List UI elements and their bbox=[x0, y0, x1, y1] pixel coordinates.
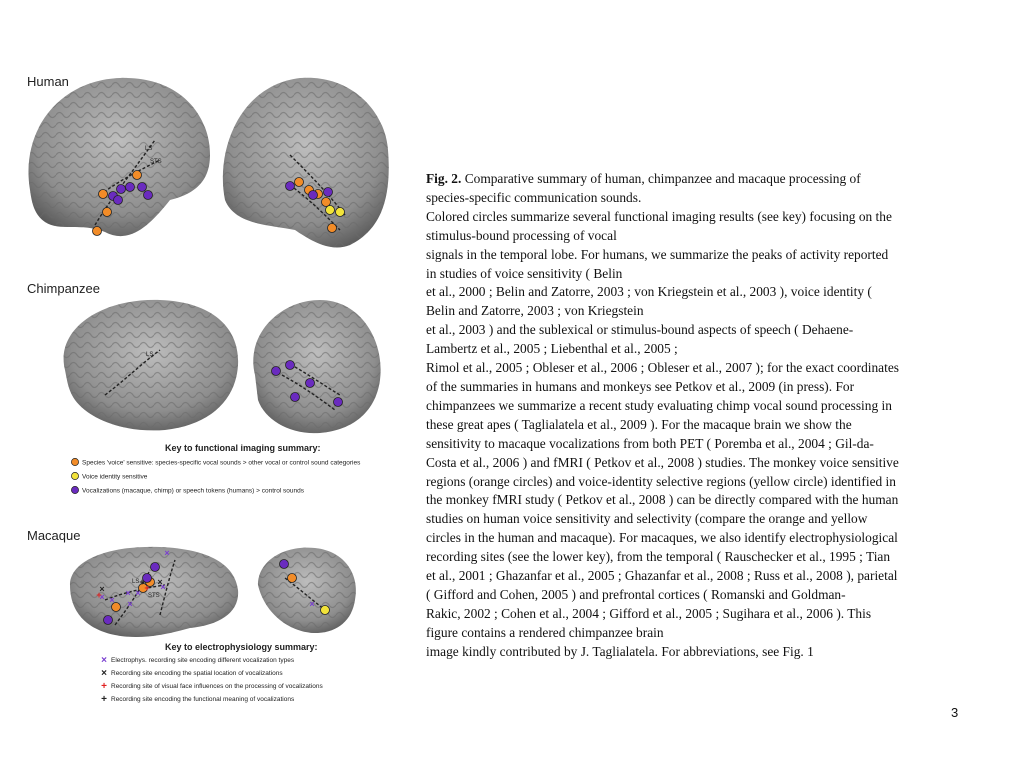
caption-line: of the summaries in humans and monkeys s… bbox=[426, 378, 855, 394]
imaging-key-item: Species 'voice' sensitive: species-speci… bbox=[71, 458, 361, 467]
imaging-key-label: Vocalizations (macaque, chimp) or speech… bbox=[82, 488, 305, 495]
caption-line: Rakic, 2002 ; Cohen et al., 2004 ; Giffo… bbox=[426, 605, 872, 621]
label-chimpanzee: Chimpanzee bbox=[27, 281, 100, 296]
caption-line: et al., 2003 ) and the sublexical or sti… bbox=[426, 322, 854, 338]
human-left-sts-tag: STS bbox=[150, 159, 162, 165]
human-right-markers bbox=[285, 177, 345, 233]
caption-line: Comparative summary of human, chimpanzee… bbox=[461, 171, 861, 186]
svg-text:+: + bbox=[144, 583, 149, 593]
svg-text:×: × bbox=[135, 588, 140, 598]
red-plus-icon: + bbox=[101, 681, 107, 692]
caption-figure-label: Fig. 2. bbox=[426, 171, 462, 186]
black-cross-icon: × bbox=[101, 668, 107, 679]
macaque-right-markers bbox=[279, 559, 330, 615]
human-brain-left: LS STS bbox=[28, 77, 210, 237]
ephys-key-item: × Recording site encoding the spatial lo… bbox=[101, 668, 283, 679]
human-left-markers bbox=[92, 170, 153, 236]
caption-line: figure contains a rendered chimpanzee br… bbox=[426, 624, 664, 640]
caption-first-line: Fig. 2. Comparative summary of human, ch… bbox=[426, 170, 982, 189]
ephys-key: Key to electrophysiology summary: × Elec… bbox=[101, 642, 323, 705]
macaque-left-ephys-sites: × × + × × × × + + × × × bbox=[96, 548, 169, 609]
caption-line: image kindly contributed by J. Taglialat… bbox=[426, 643, 814, 659]
label-human: Human bbox=[27, 74, 69, 89]
ephys-key-label: Recording site of visual face influences… bbox=[111, 683, 323, 690]
caption-line: ( Gifford and Cohen, 2005 ) and prefront… bbox=[426, 586, 846, 602]
caption-line: these great apes ( Taglialatela et al., … bbox=[426, 416, 852, 432]
caption-line: et al., 2000 ; Belin and Zatorre, 2003 ;… bbox=[426, 284, 872, 300]
caption-line: studies on human voice sensitivity and s… bbox=[426, 511, 868, 527]
caption-line: Lambertz et al., 2005 ; Liebenthal et al… bbox=[426, 341, 678, 357]
svg-text:×: × bbox=[109, 595, 114, 605]
ephys-key-label: Recording site encoding the functional m… bbox=[111, 696, 295, 703]
macaque-sts-tag: STS bbox=[148, 593, 160, 599]
imaging-key-item: Voice identity sensitive bbox=[71, 472, 148, 481]
svg-text:×: × bbox=[157, 577, 162, 587]
caption-line: Belin and Zatorre, 2003 ; von Kriegstein bbox=[426, 303, 644, 319]
caption-line: recording sites (see the lower key), fro… bbox=[426, 549, 891, 565]
label-macaque: Macaque bbox=[27, 528, 80, 543]
ephys-key-title: Key to electrophysiology summary: bbox=[165, 642, 318, 652]
chimp-markers bbox=[271, 360, 343, 407]
caption-line: Costa et al., 2006 ) and fMRI ( Petkov e… bbox=[426, 454, 899, 470]
human-left-ls-tag: LS bbox=[145, 146, 152, 152]
comparative-brain-figure: Human LS STS bbox=[27, 74, 389, 705]
figure-caption: Fig. 2. Comparative summary of human, ch… bbox=[426, 170, 982, 662]
orange-circle-icon bbox=[71, 458, 79, 466]
svg-text:+: + bbox=[139, 577, 144, 587]
macaque-brain-right: × bbox=[258, 547, 356, 634]
yellow-circle-icon bbox=[71, 472, 79, 480]
caption-line: sensitivity to macaque vocalizations fro… bbox=[426, 435, 874, 451]
chimp-ls-tag: LS bbox=[146, 352, 153, 358]
imaging-key-label: Voice identity sensitive bbox=[82, 474, 148, 481]
svg-text:×: × bbox=[164, 548, 169, 558]
svg-text:×: × bbox=[125, 588, 130, 598]
caption-line: Colored circles summarize several functi… bbox=[426, 208, 892, 224]
caption-line: species-specific communication sounds. bbox=[426, 189, 642, 205]
svg-text:+: + bbox=[96, 590, 101, 600]
ephys-key-item: + Recording site of visual face influenc… bbox=[101, 681, 323, 692]
chimpanzee-brain-right bbox=[253, 300, 381, 434]
purple-cross-icon: × bbox=[101, 655, 107, 666]
svg-text:×: × bbox=[160, 582, 165, 592]
ephys-key-item: × Electrophys. recording site encoding d… bbox=[101, 655, 295, 666]
imaging-key-title: Key to functional imaging summary: bbox=[165, 443, 321, 453]
page-number: 3 bbox=[951, 705, 959, 720]
caption-line: regions (orange circles) and voice-ident… bbox=[426, 473, 896, 489]
imaging-key: Key to functional imaging summary: Speci… bbox=[71, 443, 361, 495]
chimpanzee-brain-left: LS bbox=[63, 299, 239, 431]
ephys-key-label: Recording site encoding the spatial loca… bbox=[111, 670, 283, 677]
caption-line: in studies of voice sensitivity ( Belin bbox=[426, 265, 623, 281]
caption-line: the monkey fMRI study ( Petkov et al., 2… bbox=[426, 492, 899, 508]
caption-line: et al., 2001 ; Ghazanfar et al., 2005 ; … bbox=[426, 568, 898, 584]
caption-line: stimulus-bound processing of vocal bbox=[426, 227, 617, 243]
svg-text:×: × bbox=[99, 592, 104, 602]
macaque-ls-tag: LS bbox=[132, 579, 139, 585]
caption-line: signals in the temporal lobe. For humans… bbox=[426, 246, 889, 262]
caption-line: Rimol et al., 2005 ; Obleser et al., 200… bbox=[426, 360, 900, 376]
black-plus-icon: + bbox=[101, 694, 107, 705]
svg-text:×: × bbox=[309, 599, 314, 609]
imaging-key-label: Species 'voice' sensitive: species-speci… bbox=[82, 460, 361, 467]
purple-circle-icon bbox=[71, 486, 79, 494]
ephys-key-item: + Recording site encoding the functional… bbox=[101, 694, 295, 705]
caption-line: circles in the human and macaque). For m… bbox=[426, 530, 898, 546]
svg-text:×: × bbox=[99, 584, 104, 594]
imaging-key-item: Vocalizations (macaque, chimp) or speech… bbox=[71, 486, 305, 495]
ephys-key-label: Electrophys. recording site encoding dif… bbox=[111, 657, 295, 664]
macaque-left-markers bbox=[103, 562, 160, 625]
svg-text:×: × bbox=[127, 599, 132, 609]
human-brain-right bbox=[222, 77, 389, 248]
macaque-brain-left: LS STS × × + × × × × + + × × × bbox=[70, 546, 239, 638]
caption-line: chimpanzees we summarize a recent study … bbox=[426, 397, 892, 413]
